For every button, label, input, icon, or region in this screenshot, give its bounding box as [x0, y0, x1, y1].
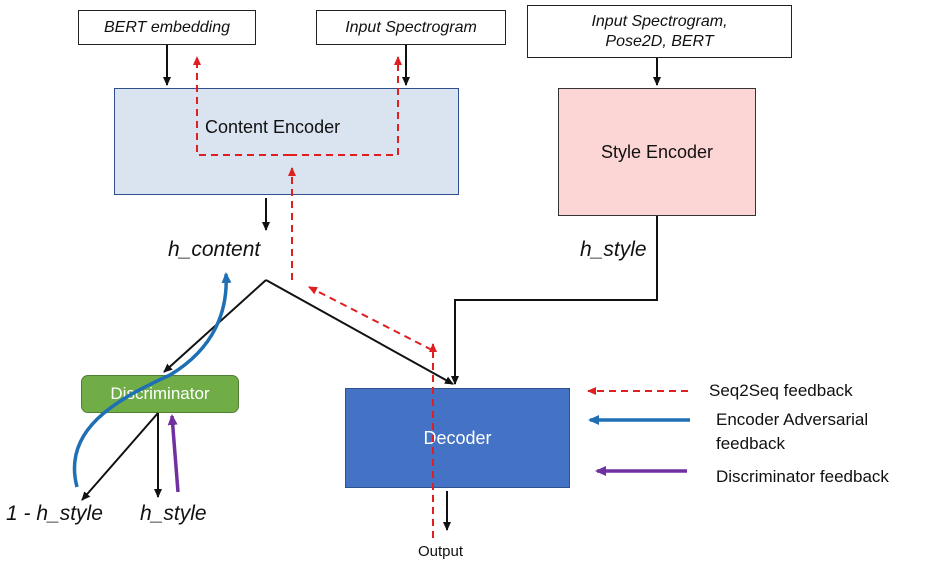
input-spectrogram-label: Input Spectrogram: [345, 18, 477, 36]
decoder-label: Decoder: [423, 427, 492, 448]
discriminator-feedback-arrow: [167, 414, 180, 493]
discriminator-to-one-minus-hstyle: [81, 412, 159, 501]
style-encoder-block: Style Encoder: [558, 88, 756, 216]
bert-embedding-box: BERT embedding: [78, 10, 256, 45]
bert-embedding-label: BERT embedding: [104, 18, 230, 36]
encoder-adversarial-feedback-curve: [72, 272, 232, 488]
style-encoder-label: Style Encoder: [600, 141, 714, 162]
content-encoder-block: [114, 88, 459, 195]
legend-encoder-adversarial-line2: feedback: [716, 434, 785, 453]
output-label: Output: [418, 543, 464, 560]
style-inputs-box: Input Spectrogram, Pose2D, BERT: [527, 5, 792, 58]
h-style-output-label: h_style: [140, 502, 207, 525]
legend-seq2seq-label: Seq2Seq feedback: [709, 381, 853, 400]
one-minus-h-style-label: 1 - h_style: [6, 502, 103, 525]
hcontent-to-decoder-arrow: [265, 279, 454, 385]
decoder-block: Decoder: [345, 388, 570, 488]
h-style-label: h_style: [580, 238, 647, 261]
discriminator-label: Discriminator: [110, 384, 210, 403]
input-spectrogram-box: Input Spectrogram: [316, 10, 506, 45]
seq2seq-feedback-to-spectrogram: [290, 56, 402, 156]
legend-encoder-adversarial-label: Encoder Adversarial feedback: [716, 408, 868, 456]
seq2seq-feedback-diagonal: [308, 286, 433, 351]
hstyle-to-decoder-arrow: [451, 216, 658, 385]
legend-discriminator-label: Discriminator feedback: [716, 467, 889, 486]
seq2seq-feedback-to-bert: [193, 56, 290, 156]
style-inputs-line1: Input Spectrogram,: [591, 12, 728, 30]
h-content-label: h_content: [168, 238, 261, 261]
legend-encoder-adversarial-line1: Encoder Adversarial: [716, 410, 869, 429]
content-encoder-label: Content Encoder: [205, 117, 341, 137]
style-inputs-line2: Pose2D, BERT: [605, 32, 714, 50]
